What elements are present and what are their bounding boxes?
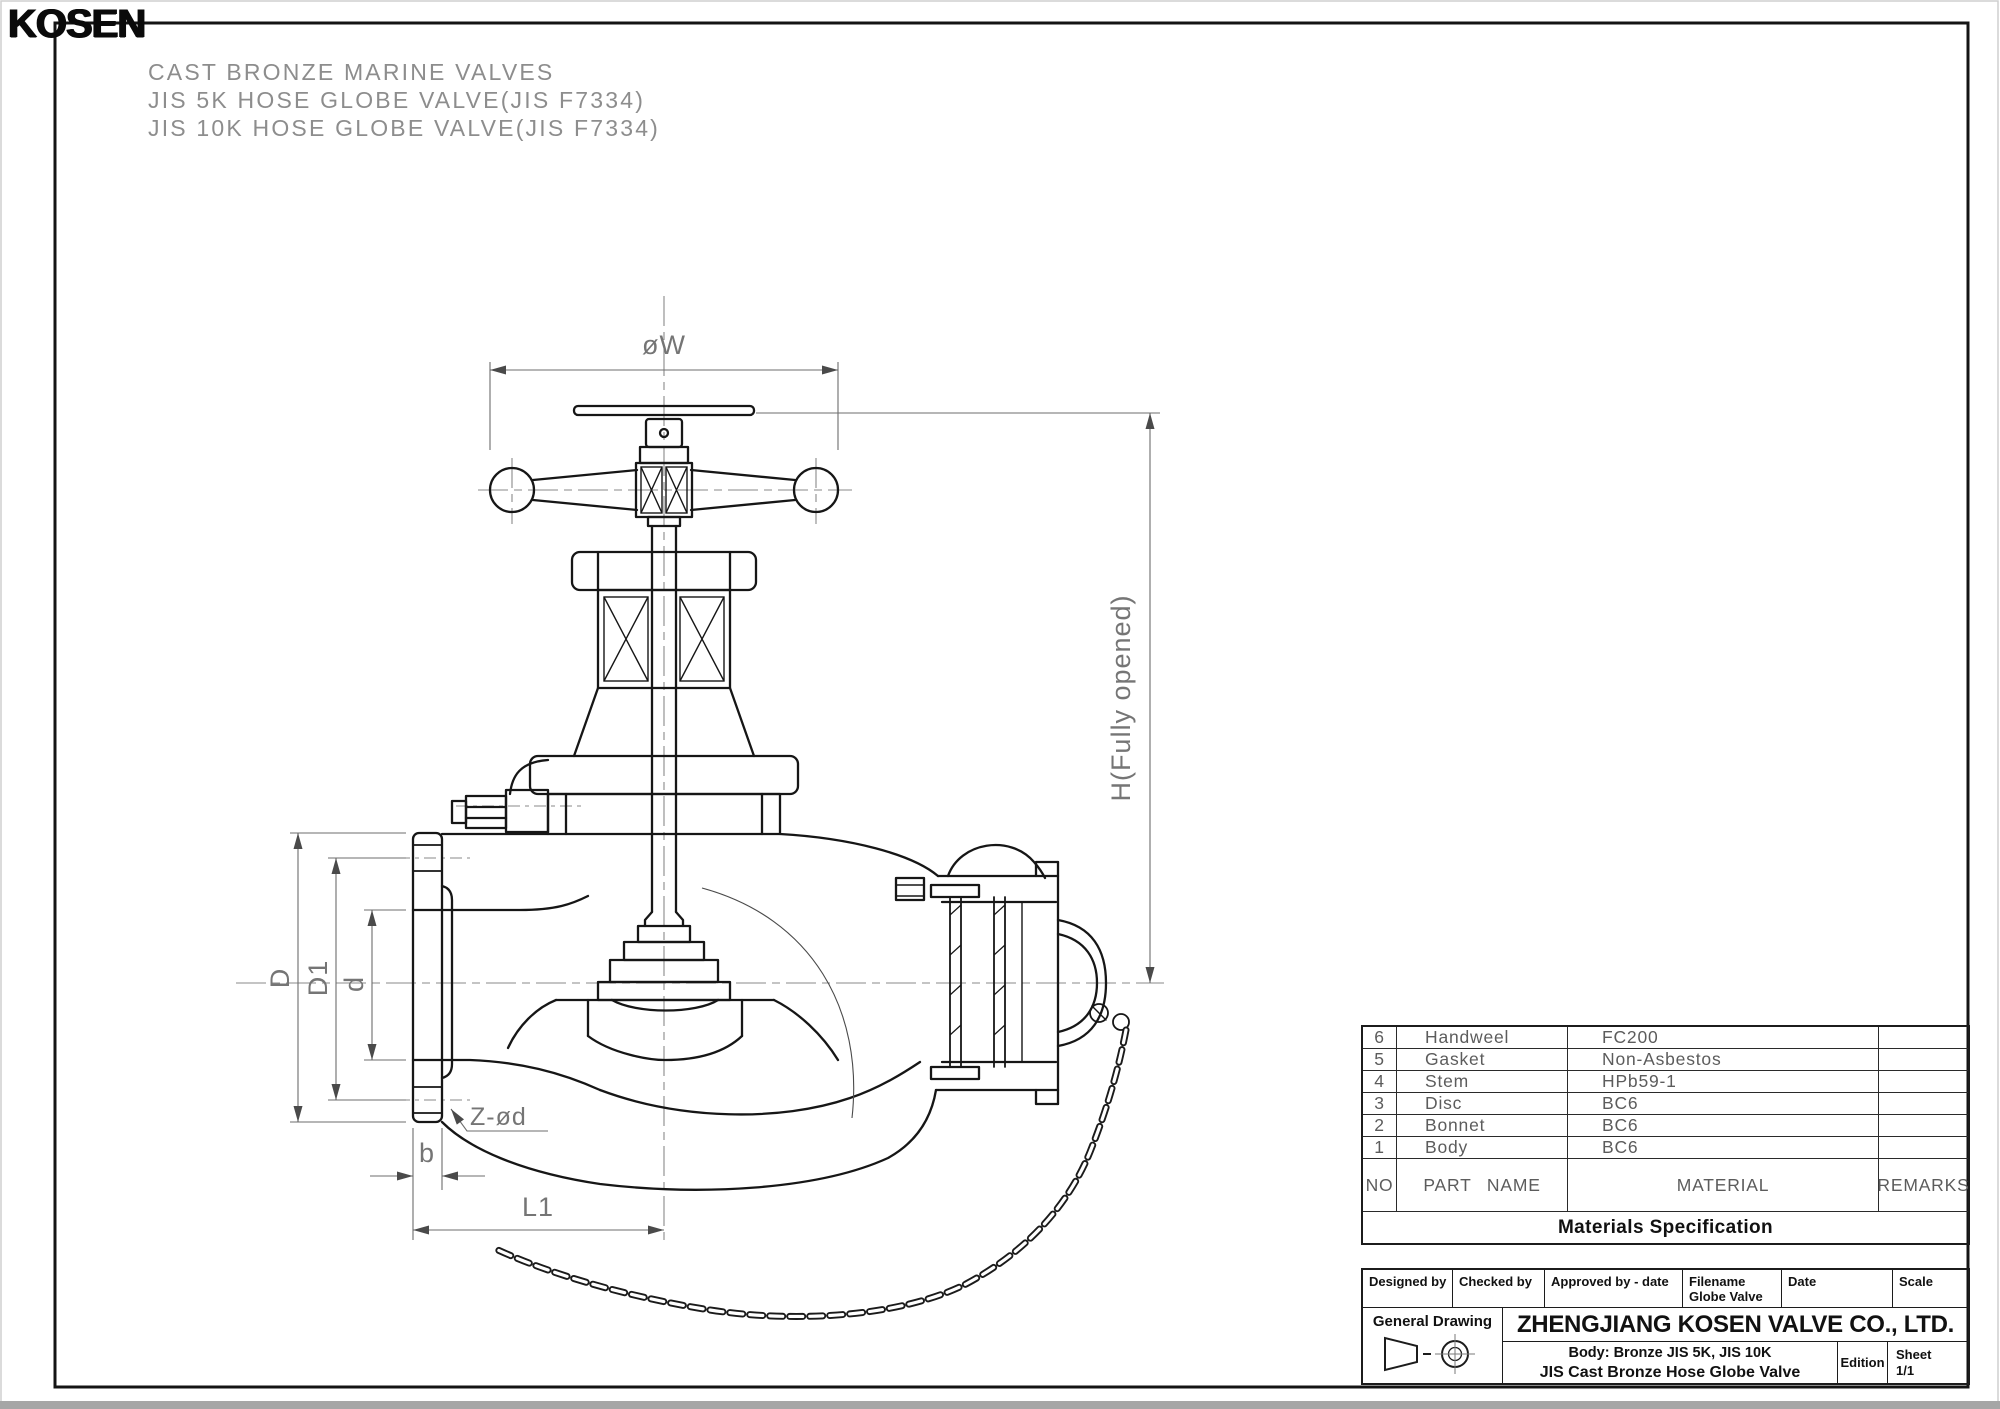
kosen-logo: KOSEN (8, 2, 146, 46)
date-cell: Date (1782, 1270, 1893, 1308)
sheet-label: Sheet (1896, 1347, 1932, 1362)
row-no: 4 (1363, 1071, 1397, 1093)
row-material: Non-Asbestos (1568, 1049, 1879, 1071)
dimension-labels: øW H(Fully opened) D D1 d Z-ød b L1 (265, 330, 1136, 1222)
dim-label-d: d (339, 976, 369, 992)
handwheel (488, 404, 840, 528)
row-remarks (1879, 1093, 1968, 1115)
materials-table: 6 Handweel FC200 5 Gasket Non-Asbestos 4… (1361, 1025, 1970, 1245)
dim-label-h: H(Fully opened) (1106, 594, 1136, 801)
checked-by-cell: Checked by (1453, 1270, 1545, 1308)
materials-table-title: Materials Specification (1557, 1216, 1774, 1238)
row-material: BC6 (1568, 1093, 1879, 1115)
company-name: ZHENGJIANG KOSEN VALVE CO., LTD. (1503, 1308, 1968, 1342)
header-no: NO (1363, 1159, 1397, 1212)
row-part: Disc (1397, 1093, 1568, 1115)
filename-value: Globe Valve (1689, 1289, 1763, 1304)
dimension-arrows (293, 365, 1155, 1235)
dim-label-L1: L1 (522, 1192, 554, 1222)
title-block: Designed by Checked by Approved by - dat… (1361, 1268, 1970, 1385)
centerlines (236, 296, 1164, 1244)
designed-by-label: Designed by (1369, 1274, 1447, 1289)
row-material: BC6 (1568, 1137, 1879, 1159)
row-remarks (1879, 1049, 1968, 1071)
product-line-1: Body: Bronze JIS 5K, JIS 10K (1568, 1344, 1772, 1361)
row-no: 3 (1363, 1093, 1397, 1115)
row-part: Handweel (1397, 1027, 1568, 1049)
row-no: 6 (1363, 1027, 1397, 1049)
projection-symbol-icon (1384, 1334, 1475, 1374)
dim-label-zod: Z-ød (470, 1103, 527, 1131)
sheet-title: CAST BRONZE MARINE VALVES JIS 5K HOSE GL… (148, 58, 660, 142)
general-drawing-cell: General Drawing (1363, 1308, 1503, 1383)
cap-chain (494, 1026, 1130, 1320)
title-line-2: JIS 5K HOSE GLOBE VALVE(JIS F7334) (148, 87, 646, 113)
dim-label-D1: D1 (303, 960, 333, 997)
row-material: HPb59-1 (1568, 1071, 1879, 1093)
bonnet-gland (450, 550, 800, 836)
row-remarks (1879, 1071, 1968, 1093)
date-label: Date (1788, 1274, 1817, 1289)
dim-label-b: b (419, 1138, 435, 1168)
filename-cell: Filename Globe Valve (1683, 1270, 1782, 1308)
hose-outlet-coupling (894, 860, 1130, 1106)
checked-by-label: Checked by (1459, 1274, 1532, 1289)
row-remarks (1879, 1137, 1968, 1159)
header-part: PART NAME (1397, 1159, 1568, 1212)
row-no: 5 (1363, 1049, 1397, 1071)
handwheel-hub-hatch (640, 466, 688, 514)
dim-label-ow: øW (642, 330, 686, 360)
row-remarks (1879, 1027, 1968, 1049)
valve-body (411, 831, 1047, 1191)
row-no: 1 (1363, 1137, 1397, 1159)
dimension-lines (290, 362, 1160, 1240)
dim-label-D: D (265, 968, 295, 989)
row-material: FC200 (1568, 1027, 1879, 1049)
title-line-3: JIS 10K HOSE GLOBE VALVE(JIS F7334) (148, 115, 661, 141)
filename-label: Filename (1689, 1274, 1746, 1289)
sheet-value: 1/1 (1896, 1363, 1915, 1378)
designed-by-cell: Designed by (1363, 1270, 1453, 1308)
row-remarks (1879, 1115, 1968, 1137)
row-part: Body (1397, 1137, 1568, 1159)
scan-edge-strip (0, 1401, 2000, 1409)
row-no: 2 (1363, 1115, 1397, 1137)
sheet-cell: Sheet 1/1 (1888, 1342, 1968, 1383)
packing-hatch (603, 596, 725, 682)
row-part: Gasket (1397, 1049, 1568, 1071)
approved-by-cell: Approved by - date (1545, 1270, 1683, 1308)
scale-label: Scale (1899, 1274, 1933, 1289)
drawing-type-label: General Drawing (1372, 1313, 1493, 1330)
row-material: BC6 (1568, 1115, 1879, 1137)
product-line-2: JIS Cast Bronze Hose Globe Valve (1539, 1363, 1801, 1381)
row-part: Stem (1397, 1071, 1568, 1093)
header-material: MATERIAL (1568, 1159, 1879, 1212)
scale-cell: Scale (1893, 1270, 1968, 1308)
header-remarks: REMARKS (1877, 1159, 1969, 1212)
thread-hatch-ticks (949, 904, 1006, 1036)
product-description-cell: Body: Bronze JIS 5K, JIS 10K JIS Cast Br… (1503, 1342, 1838, 1383)
body-inner-chamber-line (701, 887, 855, 1119)
row-part: Bonnet (1397, 1115, 1568, 1137)
edition-label: Edition (1840, 1355, 1885, 1370)
approved-by-label: Approved by - date (1551, 1274, 1669, 1289)
title-line-1: CAST BRONZE MARINE VALVES (148, 59, 555, 85)
edition-cell: Edition (1838, 1342, 1888, 1383)
